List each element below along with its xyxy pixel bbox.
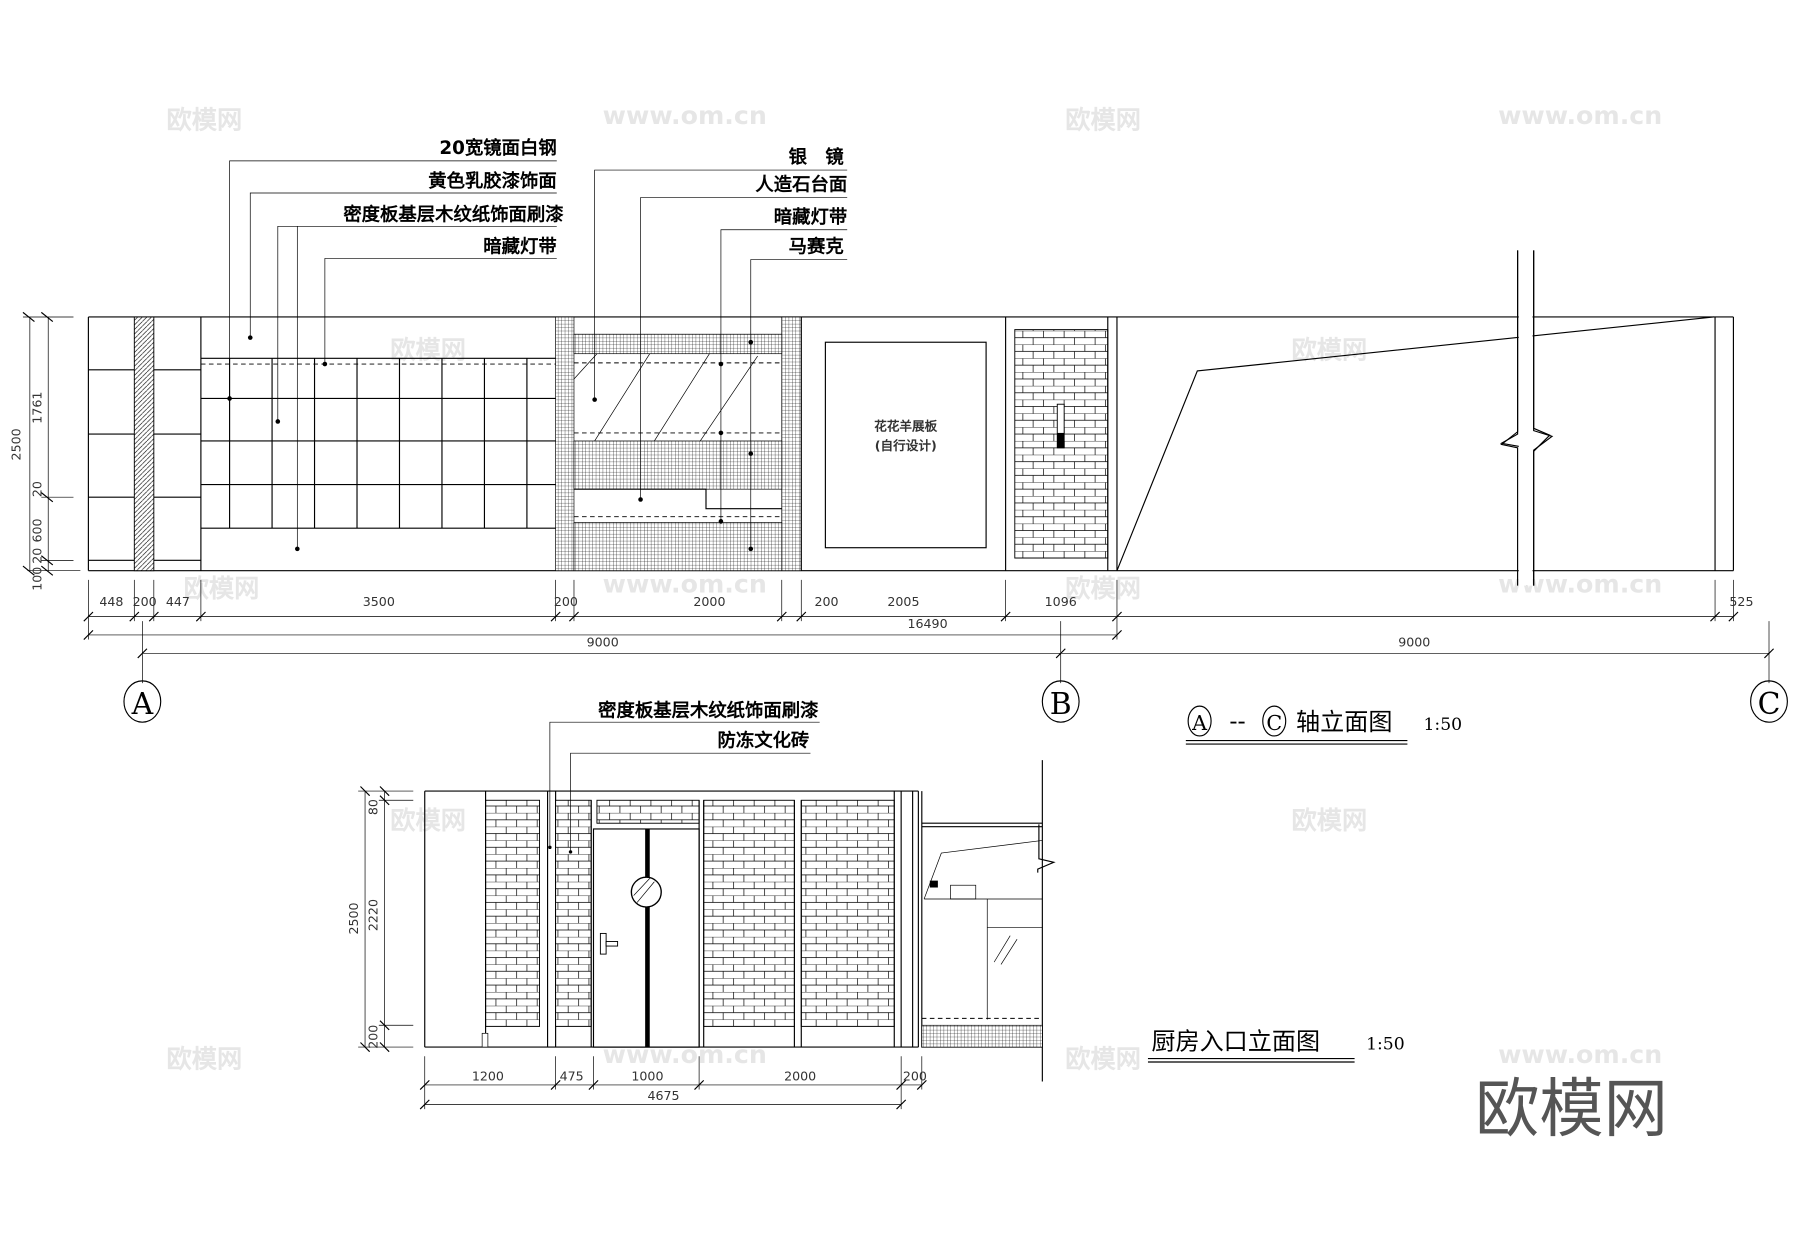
label-mdf-woodgrain: 密度板基层木纹纸饰面刷漆 [343,204,564,226]
elevation-kitchen: 密度板基层木纹纸饰面刷漆 防冻文化砖 2500 80 2220 200 1200… [346,699,1405,1110]
dim-200-kitchen: 200 [903,1068,927,1083]
axis-c: C [1758,687,1781,722]
door-handle-icon[interactable] [599,932,607,955]
dim-v-2500-kitchen: 2500 [346,902,361,934]
title-scale: 1:50 [1423,715,1462,735]
dim-2005: 2005 [887,594,919,609]
watermark-logo: 欧模网 [1065,106,1141,135]
dim-2000-kitchen: 2000 [784,1068,816,1083]
label-hidden-light: 暗藏灯带 [483,236,556,258]
axis-b: B [1050,687,1072,722]
dim-v-2220: 2220 [366,899,381,931]
dim-total-16490: 16490 [907,616,947,631]
label-stainless-trim: 20宽镜面白钢 [439,137,556,159]
watermark-logo: 欧模网 [184,574,260,603]
dim-475: 475 [560,1068,584,1083]
kitchen-title-scale: 1:50 [1366,1034,1405,1054]
dim-v-1761: 1761 [29,392,44,424]
brick-panel [703,799,795,1027]
dim-axis-ab: 9000 [587,634,619,649]
hatched-column [133,316,155,572]
dim-1200: 1200 [472,1068,504,1083]
slanted-wall [1116,316,1714,571]
vertical-dimensions: 2500 1761 20 600 20 100 [9,311,81,591]
dim-v-600: 600 [29,518,44,542]
dim-1096: 1096 [1045,594,1077,609]
dim-200: 200 [133,594,157,609]
label-mdf-woodgrain-kitchen: 密度板基层木纹纸饰面刷漆 [598,699,819,721]
mosaic-niche [555,316,802,572]
label-hidden-light-2: 暗藏灯带 [774,206,847,228]
dim-3500: 3500 [363,594,395,609]
dim-2000: 2000 [693,594,725,609]
watermark-logo: 欧模网 [1065,1045,1141,1074]
label-silver-mirror: 银 镜 [789,146,845,168]
watermark-logo: 欧模网 [166,1045,242,1074]
title-axis-to: C [1266,711,1282,735]
display-board [824,341,987,549]
dim-v-20: 20 [29,481,44,497]
brick-lintel [596,799,700,824]
brick-panel [555,799,592,1027]
watermarks: 欧模网 www.om.cn 欧模网 www.om.cn 欧模网 欧模网 欧模网 … [166,101,1662,1074]
display-board-note: (自行设计) [875,438,937,453]
page-title: 轴立面图 [1296,708,1392,736]
dim-v-200: 200 [366,1025,381,1049]
watermark-logo: 欧模网 [166,106,242,135]
dim-v-100: 100 [29,567,44,591]
door-glass-strip [645,828,650,1048]
label-mosaic: 马赛克 [789,236,844,258]
watermark-url: www.om.cn [603,101,767,130]
kitchen-title: 厨房入口立面图 [1151,1027,1320,1055]
dim-v-80: 80 [366,799,381,815]
door-porthole [630,876,662,908]
label-culture-brick: 防冻文化砖 [717,729,809,751]
watermark-url: www.om.cn [603,1040,767,1069]
dim-1000: 1000 [631,1068,663,1083]
watermark-url: www.om.cn [1498,1040,1662,1069]
stone-counter [573,488,782,510]
brick-panel [800,799,895,1027]
display-board-title: 花花羊展板 [874,419,937,434]
label-artificial-stone: 人造石台面 [755,174,847,196]
dim-200c: 200 [814,594,838,609]
dim-v-2500: 2500 [9,428,24,460]
watermark-url: www.om.cn [1498,101,1662,130]
dim-axis-bc: 9000 [1398,634,1430,649]
watermark-logo: 欧模网 [390,335,466,364]
dim-525: 525 [1729,594,1753,609]
dim-total-4675: 4675 [647,1088,679,1103]
watermark-url: www.om.cn [603,569,767,598]
title-sep: -- [1229,707,1245,735]
elevation-a-c: 花花羊展板 (自行设计) 20宽镜面白钢 黄色乳胶漆饰面 密度板基层木纹纸饰面刷… [9,137,1788,745]
title-axis-from: A [1191,711,1208,735]
title-a-c: A -- C 轴立面图 1:50 [1185,705,1462,745]
watermark-logo: 欧模网 [1065,574,1141,603]
watermark-logo-large: 欧模网 [1475,1072,1668,1147]
dim-200b: 200 [554,594,578,609]
mirror-hatch [573,353,758,442]
wood-grid-panel [200,357,556,529]
dim-v-20b: 20 [29,548,44,564]
axis-markers: A B C [123,680,1788,723]
dim-448: 448 [99,594,123,609]
label-latex-paint: 黄色乳胶漆饰面 [428,170,557,192]
dim-447: 447 [166,594,190,609]
kitchen-vertical-dimensions: 2500 80 2220 200 [346,786,414,1053]
brick-panel [485,799,540,1027]
watermark-logo: 欧模网 [390,806,466,835]
axis-a: A [131,687,154,722]
watermark-logo: 欧模网 [1291,806,1367,835]
kitchen-horizontal-dimensions: 1200 475 1000 2000 200 4675 [419,1056,927,1110]
horizontal-dimensions: 448 200 447 3500 200 2000 200 2005 1096 … [83,579,1775,684]
